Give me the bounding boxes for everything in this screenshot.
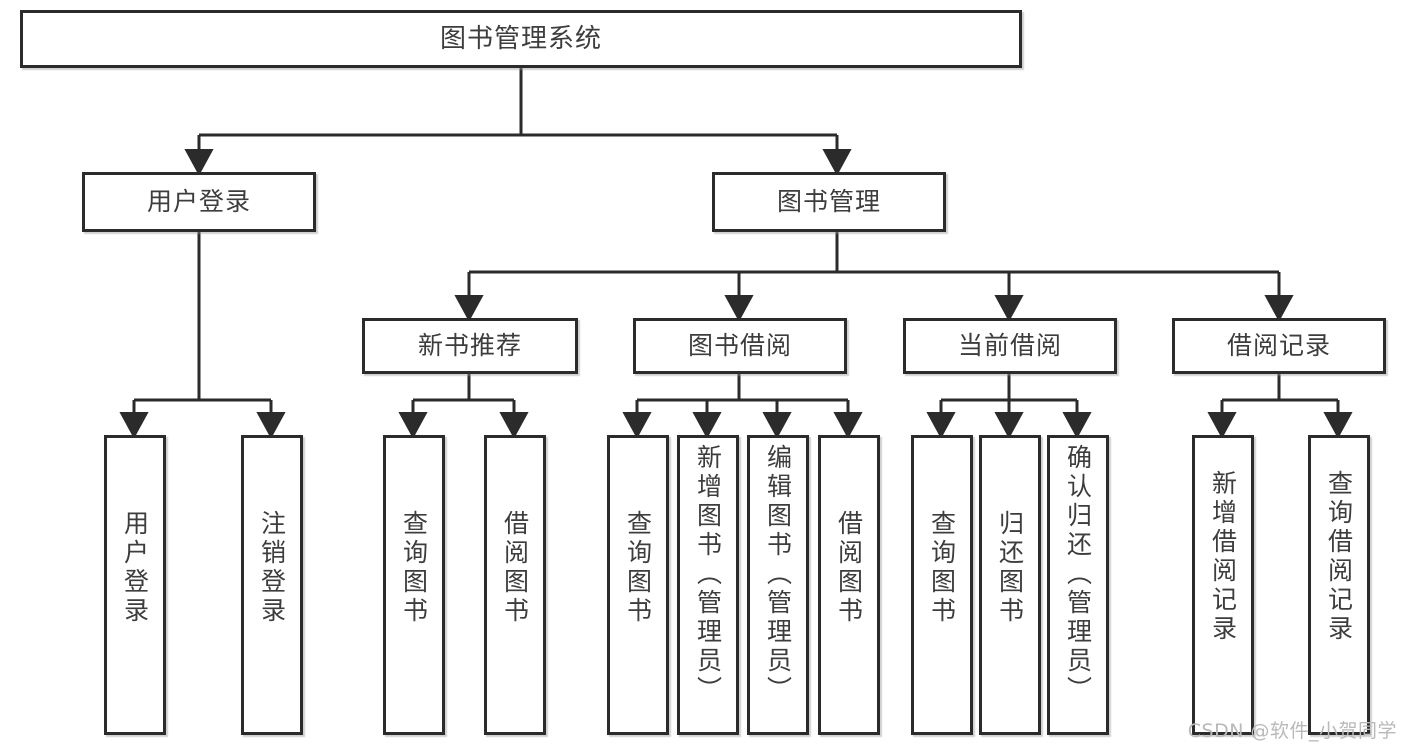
leaf-add-book-admin[interactable]: 新增图书（管理员）	[677, 435, 739, 735]
leaf-add-borrow-record-label: 新增借阅记录	[1208, 470, 1238, 644]
node-user-login-label: 用户登录	[146, 187, 251, 217]
leaf-query-borrow-record-label: 查询借阅记录	[1324, 470, 1354, 644]
leaf-add-borrow-record[interactable]: 新增借阅记录	[1192, 435, 1254, 735]
leaf-logout-login[interactable]: 注销登录	[241, 435, 303, 735]
leaf-borrow-book-2-label: 借阅图书	[834, 510, 864, 626]
leaf-query-book-3-label: 查询图书	[927, 510, 957, 626]
node-current-borrow-label: 当前借阅	[957, 331, 1062, 361]
leaf-confirm-return-admin-label: 确认归还（管理员）	[1063, 444, 1093, 705]
leaf-edit-book-admin[interactable]: 编辑图书（管理员）	[747, 435, 809, 735]
node-root-label: 图书管理系统	[439, 23, 602, 54]
node-book-management-label: 图书管理	[776, 187, 881, 217]
node-borrow-record[interactable]: 借阅记录	[1172, 318, 1386, 374]
node-book-management[interactable]: 图书管理	[712, 172, 946, 232]
leaf-edit-book-admin-label: 编辑图书（管理员）	[763, 444, 793, 705]
leaf-borrow-book-2[interactable]: 借阅图书	[818, 435, 880, 735]
node-user-login[interactable]: 用户登录	[82, 172, 316, 232]
leaf-user-login[interactable]: 用户登录	[104, 435, 166, 735]
leaf-user-login-label: 用户登录	[120, 510, 150, 626]
leaf-logout-login-label: 注销登录	[257, 510, 287, 626]
leaf-borrow-book-1-label: 借阅图书	[500, 510, 530, 626]
node-new-book-recommend-label: 新书推荐	[417, 331, 522, 361]
leaf-query-borrow-record[interactable]: 查询借阅记录	[1308, 435, 1370, 735]
leaf-query-book-3[interactable]: 查询图书	[911, 435, 973, 735]
node-root[interactable]: 图书管理系统	[20, 10, 1022, 68]
node-new-book-recommend[interactable]: 新书推荐	[362, 318, 578, 374]
leaf-query-book-1[interactable]: 查询图书	[383, 435, 445, 735]
leaf-return-book-label: 归还图书	[995, 510, 1025, 626]
node-current-borrow[interactable]: 当前借阅	[903, 318, 1117, 374]
leaf-confirm-return-admin[interactable]: 确认归还（管理员）	[1047, 435, 1109, 735]
leaf-query-book-2-label: 查询图书	[623, 510, 653, 626]
leaf-query-book-2[interactable]: 查询图书	[607, 435, 669, 735]
leaf-query-book-1-label: 查询图书	[399, 510, 429, 626]
node-book-borrow[interactable]: 图书借阅	[633, 318, 847, 374]
node-borrow-record-label: 借阅记录	[1226, 331, 1331, 361]
leaf-borrow-book-1[interactable]: 借阅图书	[484, 435, 546, 735]
leaf-return-book[interactable]: 归还图书	[979, 435, 1041, 735]
leaf-add-book-admin-label: 新增图书（管理员）	[693, 444, 723, 705]
csdn-watermark: CSDN @软件_小贺同学	[1187, 720, 1397, 742]
node-book-borrow-label: 图书借阅	[687, 331, 792, 361]
